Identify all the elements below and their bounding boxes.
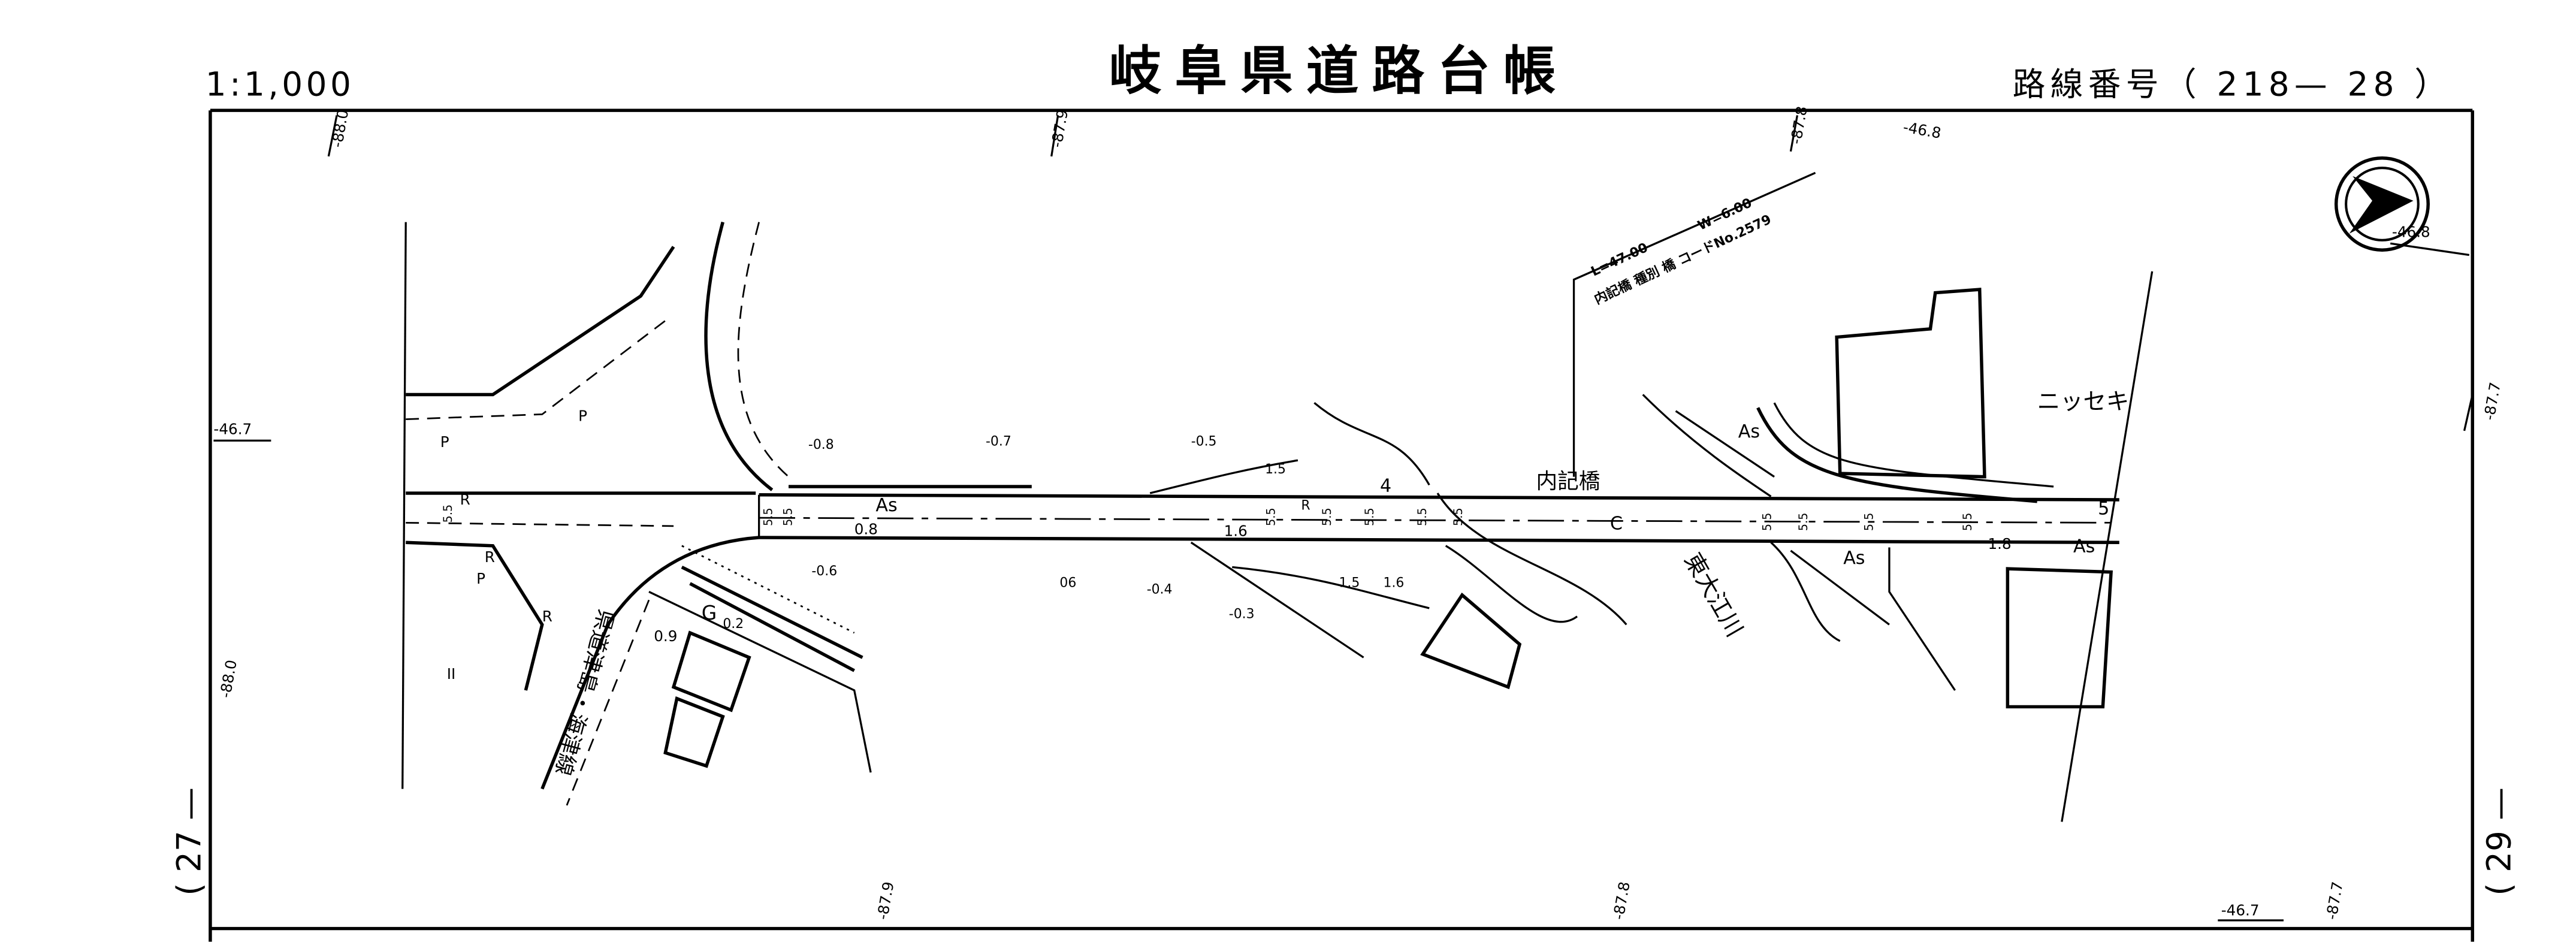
lane-width: 5.5 [1796, 513, 1810, 532]
elevation-label: -0.8 [808, 437, 834, 452]
surface-label: As [875, 495, 897, 516]
lane-width: 5.5 [1415, 508, 1429, 526]
elevation-label: -0.5 [1191, 434, 1217, 449]
lane-width: 5.5 [1451, 508, 1465, 526]
lane-width: 5.5 [441, 505, 455, 523]
elevation-label: 1.5 [1265, 462, 1286, 477]
elevation-label: 1.5 [1339, 575, 1360, 590]
curb-label: R [542, 608, 552, 625]
building [1420, 592, 1522, 690]
curb-label: R [485, 548, 495, 566]
grid-label: -87.7 [2323, 880, 2347, 921]
elevation-label: -0.4 [1147, 582, 1173, 597]
river-banks [1149, 394, 2054, 691]
parking-label: P [476, 570, 485, 587]
elevation-label: -0.6 [811, 564, 837, 579]
grid-label: -87.7 [2480, 381, 2504, 422]
river-label: 東大江川 [1679, 548, 1748, 641]
lane-width: 5.5 [1760, 513, 1774, 532]
building [671, 630, 751, 712]
sheet-ref-right: ( 29 — [2480, 787, 2518, 896]
centerline-label: C [1610, 513, 1623, 534]
elevation-label: -0.7 [986, 434, 1011, 449]
curb-label: R [460, 491, 470, 508]
lane-width: 5.5 [762, 508, 775, 526]
north-arrow-icon [2334, 156, 2430, 252]
grid-label: -88.0 [216, 659, 240, 699]
grid-label: -87.9 [874, 880, 898, 921]
route-number: 路線番号（ 218— 28 ） [2013, 65, 2453, 104]
lane-label: 5 [2098, 499, 2109, 520]
width-label: 0.9 [654, 627, 677, 645]
scale-label: 1:1,000 [206, 65, 355, 104]
grid-label: -46.7 [213, 420, 252, 437]
surface-label: As [2073, 536, 2095, 557]
surface-label: As [1843, 548, 1865, 569]
building-nisseki [1835, 288, 1986, 479]
prefectural-road-label: 県道津島・海津線 [550, 607, 618, 778]
elevation-label: -0.3 [1229, 606, 1255, 621]
width-label: 1.6 [1224, 522, 1248, 539]
grid-label: -87.9 [1047, 108, 1071, 149]
width-label: 0.8 [854, 521, 878, 538]
lane-width: 5.5 [1862, 513, 1876, 532]
lane-width: 5.5 [1264, 508, 1278, 526]
grid-label: -46.8 [1902, 118, 1943, 142]
lane-width: 5.5 [1961, 513, 1974, 532]
land-use-label: II [447, 665, 456, 683]
lane-width: 5.5 [1363, 508, 1376, 526]
page-title: 岐阜県道路台帳 [1109, 41, 1569, 102]
elevation-label: 1.6 [1384, 575, 1405, 590]
grid-label: -46.7 [2221, 902, 2260, 919]
surface-label: As [1738, 421, 1760, 442]
side-roads [401, 221, 1032, 806]
grid-label: -87.8 [1609, 880, 1633, 921]
sheet-ref-left: ( 27 — [170, 787, 208, 896]
building [663, 696, 725, 768]
parking-label: P [440, 433, 449, 451]
gravel-label: G [702, 601, 717, 624]
curb-label: R [1301, 498, 1310, 513]
bridge-name-label: 内記橋 [1536, 469, 1600, 494]
bridge-note: L=47.00 W=6.00 内記橋 種別 橋 コードNo.2579 [1572, 171, 1816, 477]
building [2006, 567, 2113, 709]
lane-label: 4 [1380, 475, 1391, 496]
lane-width: 5.5 [1320, 508, 1334, 526]
nisseki-label: ニッセキ [2037, 388, 2129, 415]
lane-width: 5.5 [781, 508, 795, 526]
parking-label: P [578, 407, 587, 424]
width-label: 1.8 [1988, 535, 2011, 552]
elevation-label: 06 [1059, 575, 1076, 590]
width-label: 0.2 [723, 617, 744, 632]
buildings [663, 288, 2113, 768]
